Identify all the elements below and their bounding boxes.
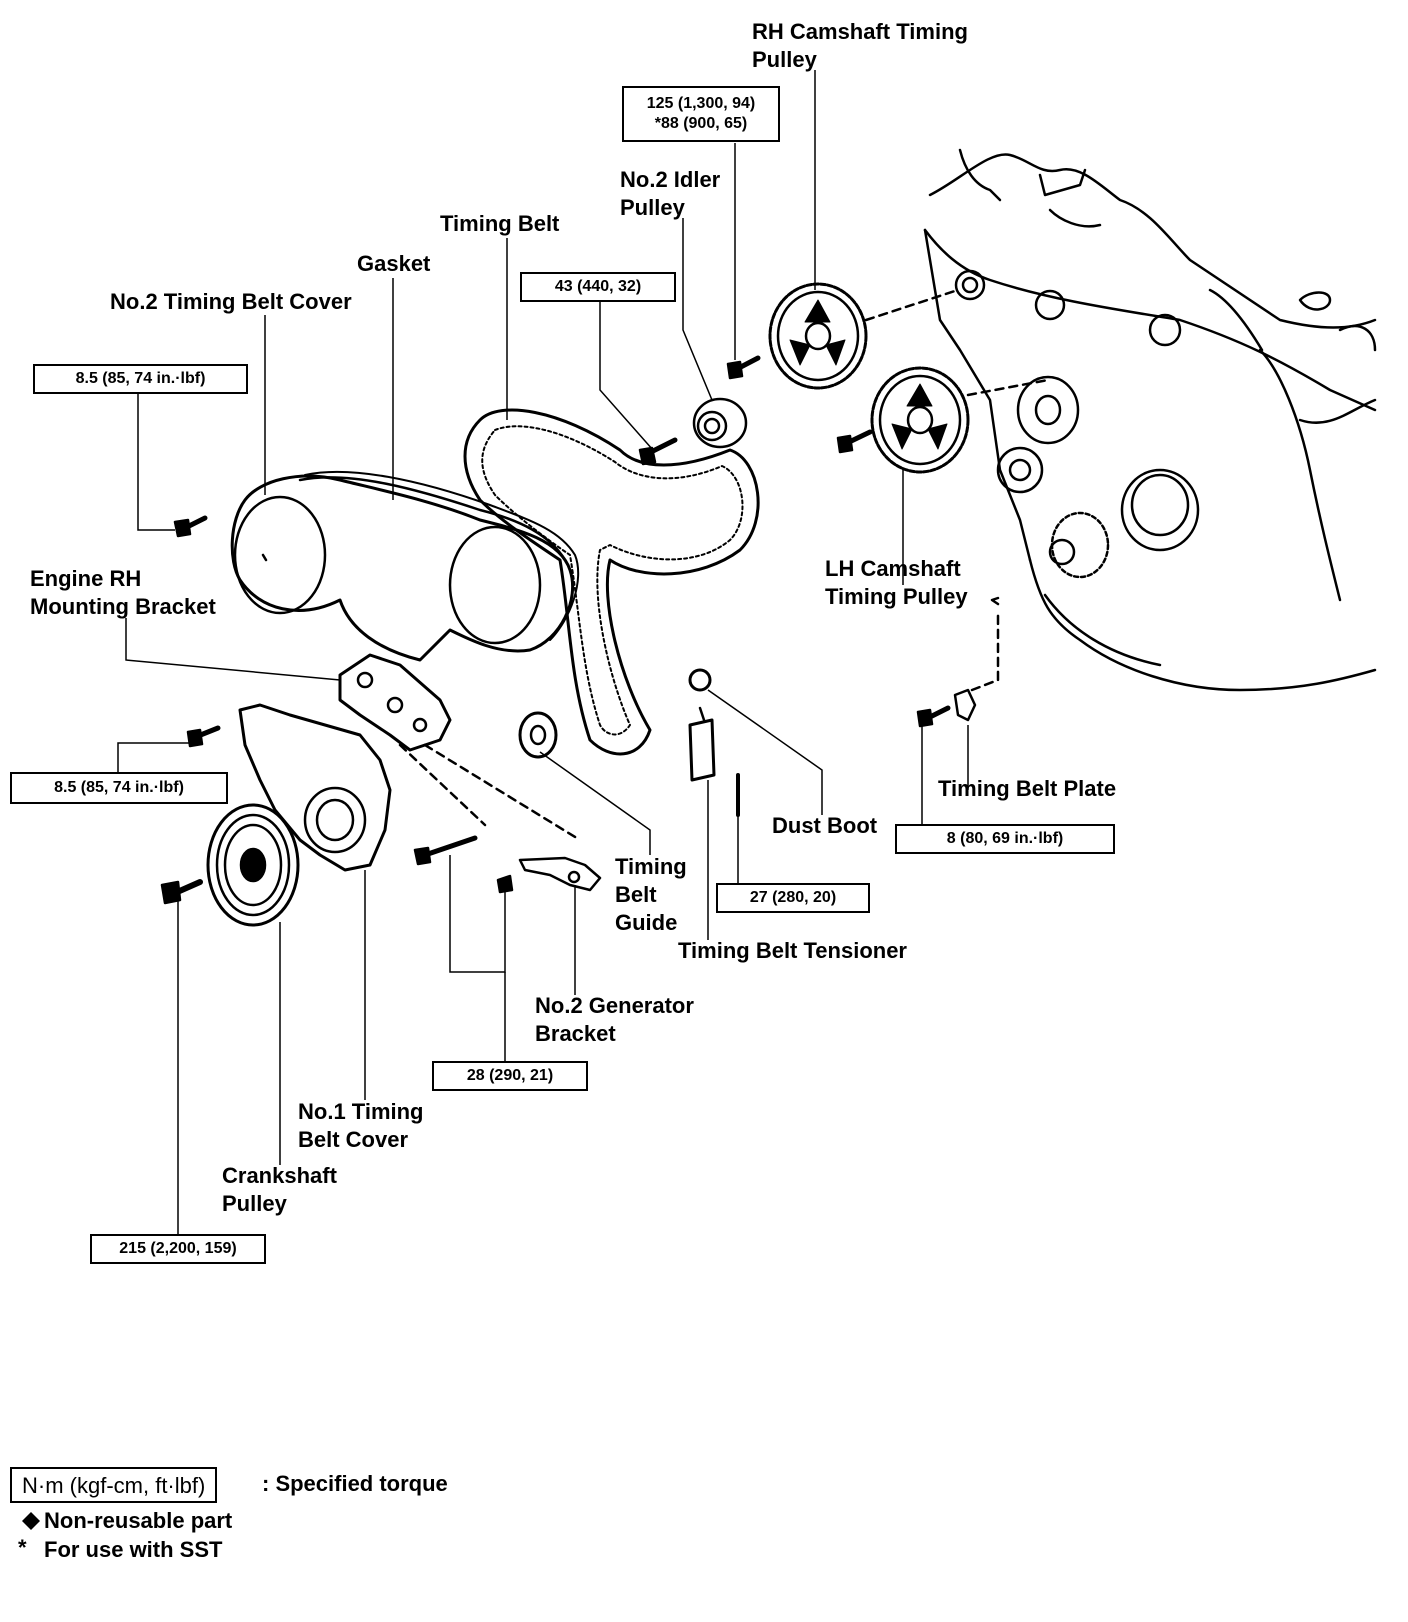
- label-timing-belt: Timing Belt: [440, 211, 560, 236]
- crankshaft-bolt-drawing: [160, 879, 203, 905]
- no2-idler-pulley-drawing: [692, 397, 748, 449]
- lh-camshaft-pulley-drawing: [870, 366, 970, 474]
- torque-no2-cover-bolt: 8.5 (85, 74 in.·lbf): [33, 364, 248, 394]
- torque-crankshaft-bolt: 215 (2,200, 159): [90, 1234, 266, 1264]
- dust-boot-drawing: [688, 668, 712, 692]
- label-timing-belt-plate: Timing Belt Plate: [938, 776, 1117, 801]
- label-line: Pulley: [222, 1191, 287, 1216]
- label-line: No.1 Timing: [298, 1099, 424, 1124]
- label-line: Bracket: [535, 1021, 616, 1046]
- torque-generator-bracket-bolt: 28 (290, 21): [432, 1061, 588, 1091]
- no2-timing-belt-cover-drawing: [230, 474, 575, 662]
- engine-rh-mounting-bracket-drawing: [338, 653, 452, 752]
- label-line: Pulley: [752, 47, 817, 72]
- no1-timing-belt-cover-drawing: [238, 703, 392, 872]
- label-line: Belt Cover: [298, 1127, 409, 1152]
- legend-sst: For use with SST: [44, 1537, 223, 1562]
- label-no2-timing-belt-cover: No.2 Timing Belt Cover: [110, 289, 352, 314]
- label-line: Pulley: [620, 195, 685, 220]
- label-lh-camshaft-timing-pulley: LH Camshaft Timing Pulley: [825, 555, 968, 611]
- timing-belt-plate-drawing: [953, 688, 977, 722]
- label-rh-camshaft-timing-pulley: RH Camshaft Timing Pulley: [752, 18, 968, 74]
- no1-cover-bolt-drawing: [186, 725, 221, 748]
- lh-pulley-dashed-line: [966, 378, 1050, 397]
- torque-no1-cover-bolt: 8.5 (85, 74 in.·lbf): [10, 772, 228, 804]
- rh-pulley-dashed-line: [864, 288, 960, 322]
- no2-cover-bolt-drawing: [173, 515, 208, 538]
- label-line: Engine RH: [30, 566, 142, 591]
- legend-non-reusable: Non-reusable part: [44, 1508, 233, 1533]
- torque-tensioner-bolt: 27 (280, 20): [716, 883, 870, 913]
- label-timing-belt-tensioner: Timing Belt Tensioner: [678, 938, 907, 963]
- label-gasket: Gasket: [357, 251, 431, 276]
- label-no1-timing-belt-cover: No.1 Timing Belt Cover: [298, 1098, 424, 1154]
- label-dust-boot: Dust Boot: [772, 813, 878, 838]
- label-no2-idler-pulley: No.2 Idler Pulley: [620, 166, 720, 222]
- label-line: Guide: [615, 910, 678, 935]
- label-crankshaft-pulley: Crankshaft Pulley: [222, 1162, 337, 1218]
- label-line: Crankshaft: [222, 1163, 337, 1188]
- legend-torque-unit-box: N·m (kgf-cm, ft·lbf): [10, 1467, 218, 1503]
- label-line: RH Camshaft Timing: [752, 19, 968, 44]
- label-line: No.2 Generator: [535, 993, 694, 1018]
- lh-camshaft-bolt-drawing: [836, 429, 873, 454]
- legend-torque-desc: : Specified torque: [262, 1471, 448, 1496]
- label-line: Timing Pulley: [825, 584, 968, 609]
- torque-line: *88 (900, 65): [654, 115, 748, 132]
- generator-nut-drawing: [496, 874, 514, 894]
- label-line: No.2 Idler: [620, 167, 721, 192]
- timing-belt-guide-drawing: [518, 711, 558, 759]
- rh-camshaft-pulley-drawing: [768, 282, 868, 390]
- label-line: LH Camshaft: [825, 556, 961, 581]
- timing-belt-tensioner-drawing: [688, 706, 716, 782]
- label-engine-rh-mounting-bracket: Engine RH Mounting Bracket: [30, 565, 216, 621]
- gasket-drawing: [304, 470, 580, 641]
- leader-lines: [117, 70, 969, 1236]
- timing-belt-drawing: [463, 408, 760, 756]
- torque-rh-camshaft-bolt: 125 (1,300, 94) *88 (900, 65): [622, 86, 780, 142]
- label-line: Timing: [615, 854, 687, 879]
- torque-belt-plate-bolt: 8 (80, 69 in.·lbf): [895, 824, 1115, 854]
- crankshaft-pulley-drawing: [206, 803, 300, 927]
- no2-generator-bracket-drawing: [518, 856, 602, 892]
- engine-block-drawing: [923, 148, 1377, 692]
- non-reusable-diamond-icon: [22, 1512, 40, 1530]
- torque-idler-bolt: 43 (440, 32): [520, 272, 676, 302]
- label-no2-generator-bracket: No.2 Generator Bracket: [535, 992, 694, 1048]
- idler-bolt-drawing: [638, 437, 678, 466]
- label-line: Mounting Bracket: [30, 594, 216, 619]
- label-timing-belt-guide: Timing Belt Guide: [615, 853, 687, 937]
- rh-camshaft-bolt-drawing: [726, 355, 761, 380]
- legend-sst-asterisk: *: [18, 1535, 27, 1560]
- torque-line: 125 (1,300, 94): [646, 95, 756, 112]
- label-line: Belt: [615, 882, 657, 907]
- generator-bracket-bolt-drawing: [413, 835, 478, 866]
